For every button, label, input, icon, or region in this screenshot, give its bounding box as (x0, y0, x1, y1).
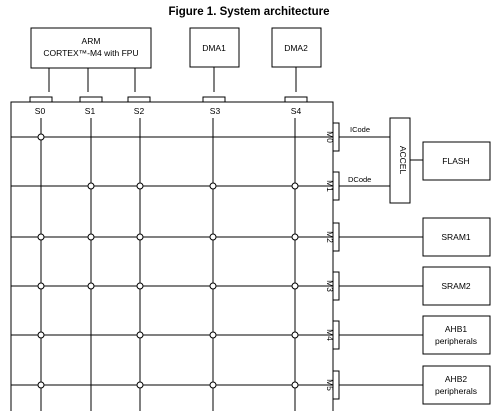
accel-label: ACCEL (398, 146, 408, 175)
slave-connectors (339, 236, 423, 386)
dma2-block: DMA2 (271, 27, 322, 68)
dma1-block: DMA1 (189, 27, 240, 68)
sram1-block: SRAM1 (422, 217, 491, 257)
ahb1-label-line2: peripherals (435, 336, 477, 346)
flash-label: FLASH (442, 156, 469, 166)
port-label-s2: S2 (134, 106, 145, 116)
ahb2-label-line2: peripherals (435, 386, 477, 396)
code-bus-connectors (339, 136, 423, 187)
cpu-label-line2: CORTEX™-M4 with FPU (43, 48, 138, 58)
port-label-s1: S1 (85, 106, 96, 116)
ahb1-peripherals-block: AHB1 peripherals (422, 315, 491, 355)
slave-port-label-m0: M0 (325, 131, 335, 143)
bus-matrix-frame (10, 101, 334, 411)
port-ears (29, 96, 308, 103)
slave-port-label-m5: M5 (325, 379, 335, 391)
connection-nodes (37, 133, 299, 389)
sram2-label: SRAM2 (441, 281, 471, 291)
ahb2-label-line1: AHB2 (445, 374, 467, 384)
port-label-s0: S0 (35, 106, 46, 116)
master-connectors (48, 67, 297, 92)
slave-port-label-m4: M4 (325, 329, 335, 341)
dcode-label: DCode (348, 175, 371, 184)
slave-port-tabs (332, 122, 340, 400)
dma2-label: DMA2 (284, 43, 308, 53)
port-label-s4: S4 (291, 106, 302, 116)
ahb1-label-line1: AHB1 (445, 324, 467, 334)
ahb2-peripherals-block: AHB2 peripherals (422, 365, 491, 405)
horizontal-bus-lines (11, 136, 333, 386)
flash-block: FLASH (422, 141, 491, 181)
sram2-block: SRAM2 (422, 266, 491, 306)
port-label-s3: S3 (210, 106, 221, 116)
slave-port-label-m1: M1 (325, 180, 335, 192)
cpu-block: ARM CORTEX™-M4 with FPU (30, 27, 152, 69)
icode-label: ICode (350, 125, 370, 134)
accel-block: ACCEL (389, 117, 411, 204)
slave-port-label-m2: M2 (325, 231, 335, 243)
vertical-bus-lines (40, 118, 296, 411)
cpu-label-line1: ARM (82, 36, 101, 46)
sram1-label: SRAM1 (441, 232, 471, 242)
figure-title: Figure 1. System architecture (168, 6, 329, 18)
slave-port-label-m3: M3 (325, 280, 335, 292)
dma1-label: DMA1 (202, 43, 226, 53)
